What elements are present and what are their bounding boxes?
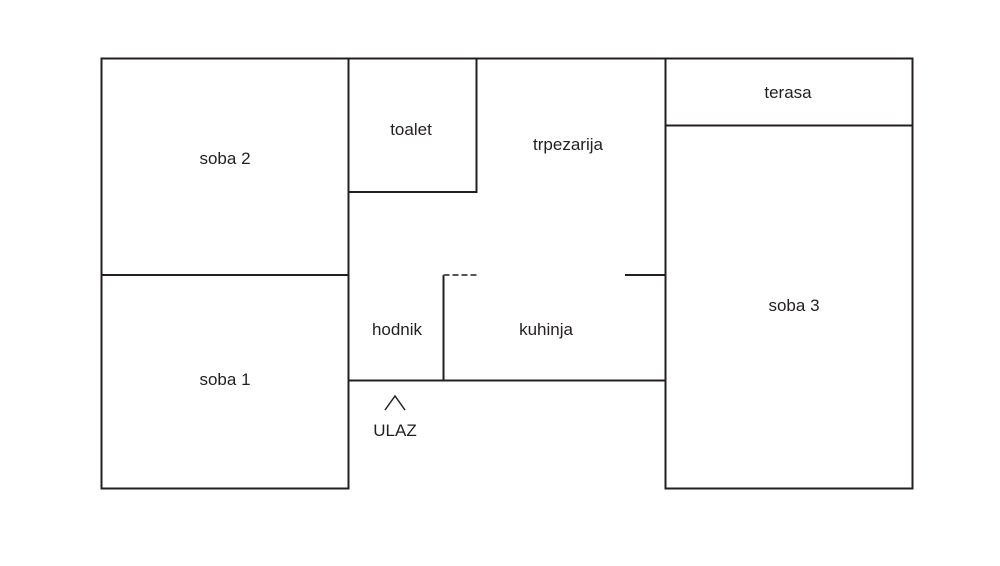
- room-label-soba1: soba 1: [199, 370, 251, 389]
- room-label-terasa: terasa: [764, 83, 812, 102]
- wall-left-block: [100, 57, 350, 490]
- entrance-arrow-icon: [384, 394, 406, 411]
- room-label-toalet: toalet: [390, 120, 432, 139]
- entrance-label: ULAZ: [373, 421, 417, 440]
- room-label-hodnik: hodnik: [371, 320, 423, 339]
- room-label-soba2: soba 2: [199, 149, 251, 168]
- wall-toalet: [348, 58, 478, 193]
- room-label-soba3: soba 3: [768, 296, 820, 315]
- room-label-trpezarija: trpezarija: [533, 135, 603, 154]
- room-label-kuhinja: kuhinja: [519, 320, 573, 339]
- wall-right-block: [664, 57, 914, 490]
